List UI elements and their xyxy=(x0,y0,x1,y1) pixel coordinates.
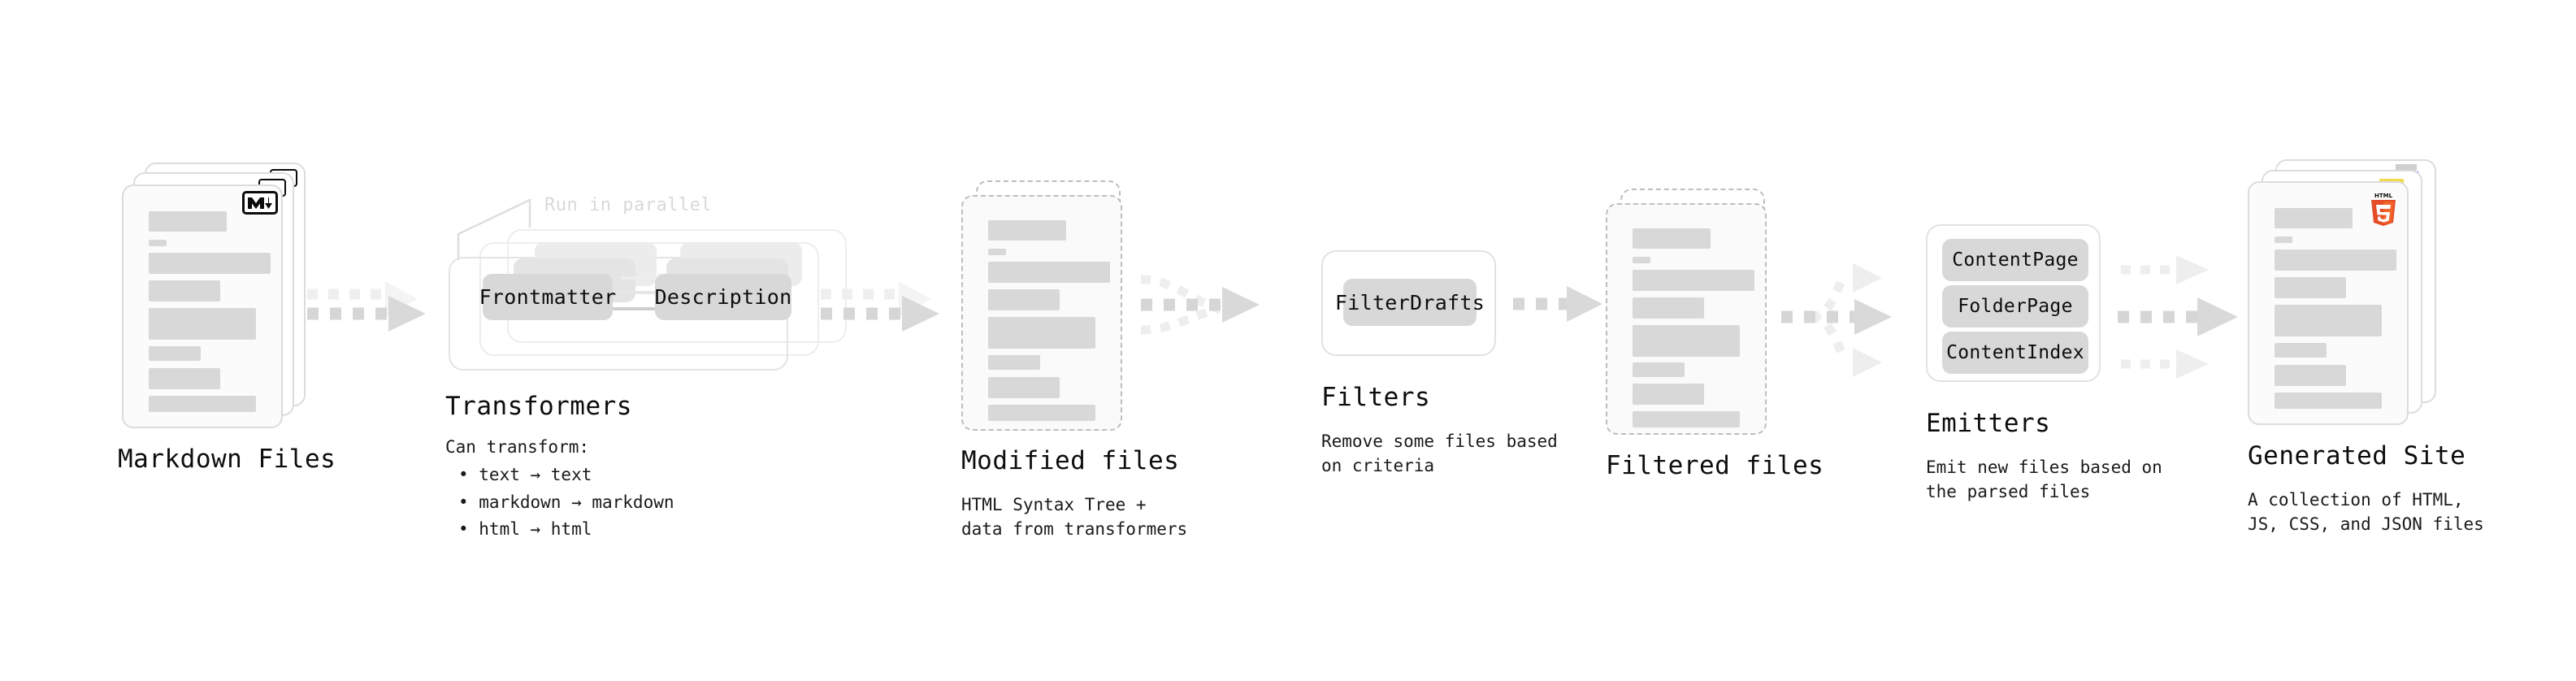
skeleton-line xyxy=(149,396,256,412)
stage-label-markdown-files: Markdown Files xyxy=(118,445,336,474)
markdown-file-stack xyxy=(122,163,309,431)
skeleton-line xyxy=(988,289,1060,310)
skeleton-line xyxy=(2275,305,2382,336)
skeleton-line xyxy=(1633,384,1704,405)
skeleton-line xyxy=(988,355,1040,370)
transformers-bullet-3: • html → html xyxy=(458,519,592,540)
skeleton-line xyxy=(1633,325,1740,357)
transformers-bullet-2: • markdown → markdown xyxy=(458,492,674,512)
skeleton-line xyxy=(988,220,1066,241)
stage-label-filters: Filters xyxy=(1321,383,1431,412)
transformer-chip-frontmatter[interactable]: Frontmatter xyxy=(479,274,616,320)
skeleton-line xyxy=(2275,208,2353,228)
skeleton-line xyxy=(988,317,1095,349)
skeleton-line xyxy=(988,405,1095,421)
filters-description: Remove some files based on criteria xyxy=(1321,432,1558,475)
markdown-file-card-front xyxy=(122,184,283,428)
emitter-chip-folder-page[interactable]: FolderPage xyxy=(1942,285,2088,327)
svg-text:HTML: HTML xyxy=(2374,193,2393,199)
arrow-filters-to-filtered xyxy=(1513,280,1651,345)
stage-label-transformers: Transformers xyxy=(445,392,632,421)
skeleton-line xyxy=(1633,297,1704,319)
stage-label-filtered-files: Filtered files xyxy=(1606,451,1824,480)
arrow-modified-to-filters xyxy=(1140,268,1303,358)
generated-site-description: A collection of HTML, JS, CSS, and JSON … xyxy=(2248,490,2484,534)
emitter-chip-content-index[interactable]: ContentIndex xyxy=(1942,332,2088,374)
generated-site-stack: HTML xyxy=(2248,159,2451,444)
filter-chip-filter-drafts[interactable]: FilterDrafts xyxy=(1335,279,1485,326)
skeleton-line xyxy=(1633,411,1740,427)
arrow-markdown-to-transformers xyxy=(307,276,437,349)
skeleton-line xyxy=(149,368,220,389)
skeleton-line xyxy=(149,211,227,232)
skeleton-line xyxy=(149,280,220,301)
filtered-file-stack xyxy=(1606,189,1793,449)
skeleton-line xyxy=(1633,228,1711,249)
skeleton-line xyxy=(988,262,1110,283)
skeleton-line xyxy=(2275,343,2327,358)
stage-markdown-files: Markdown Files xyxy=(118,163,336,473)
skeleton-line xyxy=(2275,236,2292,243)
skeleton-line xyxy=(988,377,1060,398)
modified-file-stack xyxy=(961,180,1148,449)
arrow-filtered-to-emitters xyxy=(1781,236,1944,398)
markdown-icon xyxy=(242,191,278,215)
stage-filtered-files: Filtered files xyxy=(1606,189,1824,479)
skeleton-line xyxy=(1633,270,1754,291)
stage-generated-site: HTML Generated Site A collection of HTML… xyxy=(2248,159,2484,534)
filters-box: FilterDrafts xyxy=(1321,250,1496,356)
stage-label-generated-site: Generated Site xyxy=(2248,441,2466,471)
skeleton-line xyxy=(2275,249,2396,271)
skeleton-line xyxy=(149,346,201,361)
run-in-parallel-bracket xyxy=(457,192,580,273)
generated-file-card-html xyxy=(2248,181,2409,425)
emitters-description: Emit new files based on the parsed files xyxy=(1926,458,2162,501)
transformers-sub-head: Can transform: xyxy=(445,437,590,457)
skeleton-line xyxy=(2275,277,2346,298)
transformers-bullet-1: • text → text xyxy=(458,464,592,484)
modified-file-card-front xyxy=(961,195,1122,431)
skeleton-line xyxy=(149,308,256,340)
skeleton-line xyxy=(988,249,1006,255)
skeleton-line xyxy=(2275,365,2346,386)
skeleton-line xyxy=(149,253,271,274)
stage-label-modified-files: Modified files xyxy=(961,446,1180,475)
stage-modified-files: Modified files HTML Syntax Tree + data f… xyxy=(961,180,1187,539)
arrow-emitters-to-site xyxy=(2118,236,2280,398)
skeleton-line xyxy=(1633,257,1650,263)
emitters-box: ContentPage FolderPage ContentIndex xyxy=(1926,224,2101,382)
emitter-chip-content-page[interactable]: ContentPage xyxy=(1942,239,2088,281)
stage-label-emitters: Emitters xyxy=(1926,409,2051,438)
filtered-file-card-front xyxy=(1606,203,1767,435)
run-in-parallel-label: Run in parallel xyxy=(544,195,713,215)
arrow-transformers-to-modified xyxy=(821,276,959,349)
transformers-description: Can transform: • text → text • markdown … xyxy=(445,436,674,542)
skeleton-line xyxy=(1633,362,1685,377)
html5-icon: HTML xyxy=(2368,190,2399,226)
skeleton-line xyxy=(2275,393,2382,409)
modified-files-description: HTML Syntax Tree + data from transformer… xyxy=(961,495,1188,539)
skeleton-line xyxy=(149,240,167,246)
transformer-chip-description[interactable]: Description xyxy=(655,274,791,320)
